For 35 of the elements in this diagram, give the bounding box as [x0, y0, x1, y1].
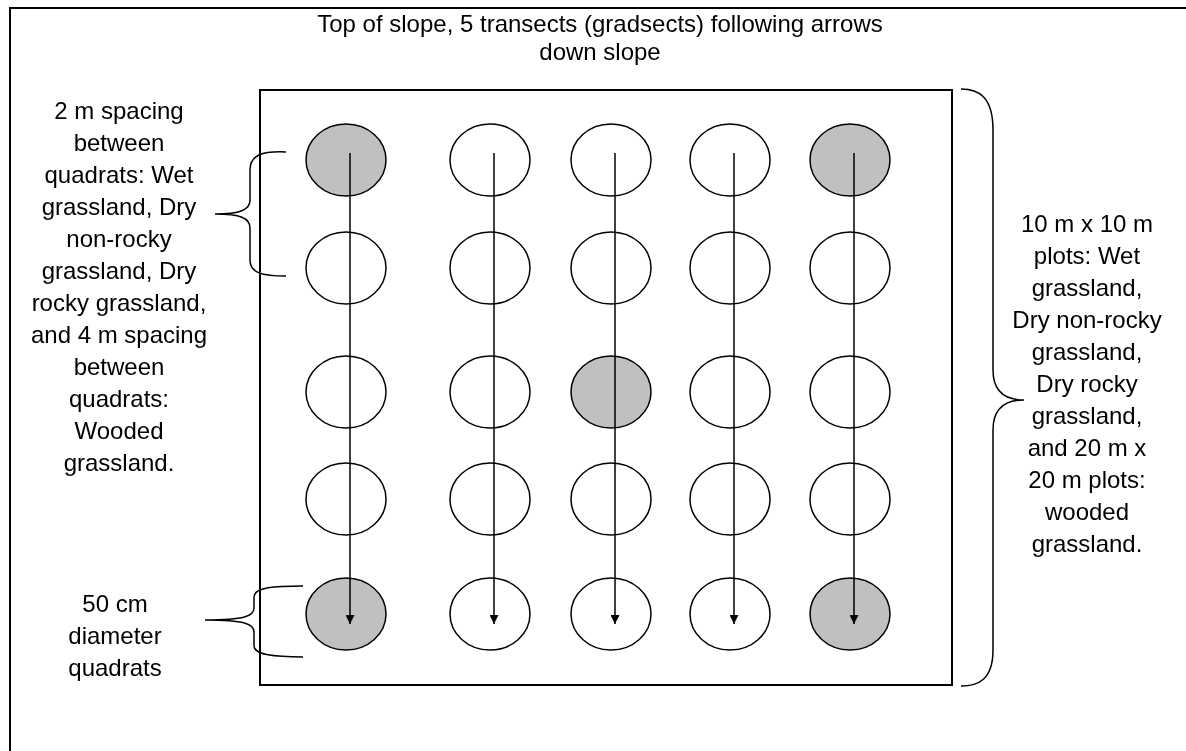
- spacing-note: 2 m spacing between quadrats: Wet grassland, Dry non-rocky grassland, Dry rocky grassland, and 4 m spacing between quadrats: Wooded grassland.: [29, 96, 209, 478]
- quadrat-circle: [569, 354, 653, 430]
- quadrat-circle: [569, 461, 653, 537]
- quadrat-circle: [304, 122, 388, 198]
- quadrat-circle: [688, 461, 772, 537]
- quadrat-circle: [808, 354, 892, 430]
- transect-arrow: [849, 498, 859, 625]
- quadrat-circle: [448, 461, 532, 537]
- quadrat-circle: [808, 122, 892, 198]
- quadrat-circle: [688, 354, 772, 430]
- transect-arrow: [345, 498, 355, 625]
- quadrat-circle: [688, 576, 772, 652]
- transect-arrow: [729, 498, 739, 625]
- plot-size-note: 10 m x 10 m plots: Wet grassland, Dry non-rocky grassland, Dry rocky grassland, and 20 m x 20 m plots: wooded grassland.: [1012, 209, 1162, 559]
- transect-arrow: [610, 498, 620, 625]
- plot-square: [259, 89, 953, 686]
- quadrat-circle: [448, 122, 532, 198]
- title: Top of slope, 5 transects (gradsects) following arrows down slope: [316, 10, 884, 66]
- quadrat-circle: [688, 122, 772, 198]
- quadrat-circle: [304, 461, 388, 537]
- quadrat-circle: [808, 576, 892, 652]
- quadrat-circle: [448, 230, 532, 306]
- quadrat-circle: [304, 354, 388, 430]
- quadrat-circle: [569, 230, 653, 306]
- quadrat-circle: [808, 461, 892, 537]
- quadrat-circle: [448, 354, 532, 430]
- transect-arrow: [489, 498, 499, 625]
- quadrat-circle: [569, 576, 653, 652]
- quadrat-circle: [808, 230, 892, 306]
- quadrat-circle: [569, 122, 653, 198]
- quadrat-circle: [304, 230, 388, 306]
- quadrat-circle: [688, 230, 772, 306]
- quadrat-circle: [304, 576, 388, 652]
- quadrat-circle: [448, 576, 532, 652]
- quadrat-size-note: 50 cm diameter quadrats: [67, 589, 163, 683]
